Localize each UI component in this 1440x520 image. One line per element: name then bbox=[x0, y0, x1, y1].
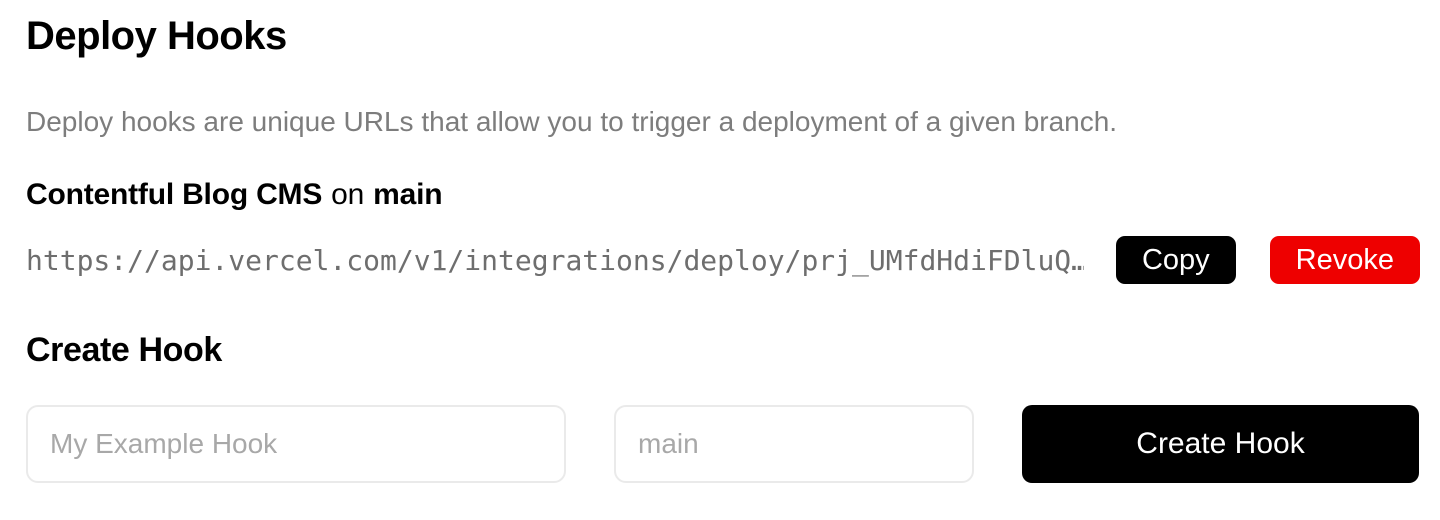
hook-url: https://api.vercel.com/v1/integrations/d… bbox=[26, 243, 1084, 277]
create-hook-button[interactable]: Create Hook bbox=[1022, 404, 1419, 483]
create-hook-form: Create Hook bbox=[26, 404, 1420, 483]
revoke-button[interactable]: Revoke bbox=[1269, 236, 1420, 284]
hook-on-text: on bbox=[331, 178, 365, 211]
create-hook-heading: Create Hook bbox=[26, 331, 222, 369]
hook-title: Contentful Blog CMS on main bbox=[26, 176, 1420, 214]
hook-branch: main bbox=[373, 178, 443, 211]
page-description: Deploy hooks are unique URLs that allow … bbox=[26, 106, 1118, 137]
hook-name-input[interactable] bbox=[26, 404, 566, 483]
hook-url-row: https://api.vercel.com/v1/integrations/d… bbox=[26, 236, 1420, 284]
hook-actions: Copy Revoke bbox=[1115, 236, 1420, 284]
hook-entry: Contentful Blog CMS on main https://api.… bbox=[26, 176, 1420, 284]
hook-name: Contentful Blog CMS bbox=[26, 178, 323, 211]
branch-name-input[interactable] bbox=[614, 404, 974, 483]
copy-button[interactable]: Copy bbox=[1115, 236, 1236, 284]
page-title: Deploy Hooks bbox=[26, 14, 287, 58]
deploy-hooks-panel: Deploy Hooks Deploy hooks are unique URL… bbox=[26, 14, 1420, 483]
